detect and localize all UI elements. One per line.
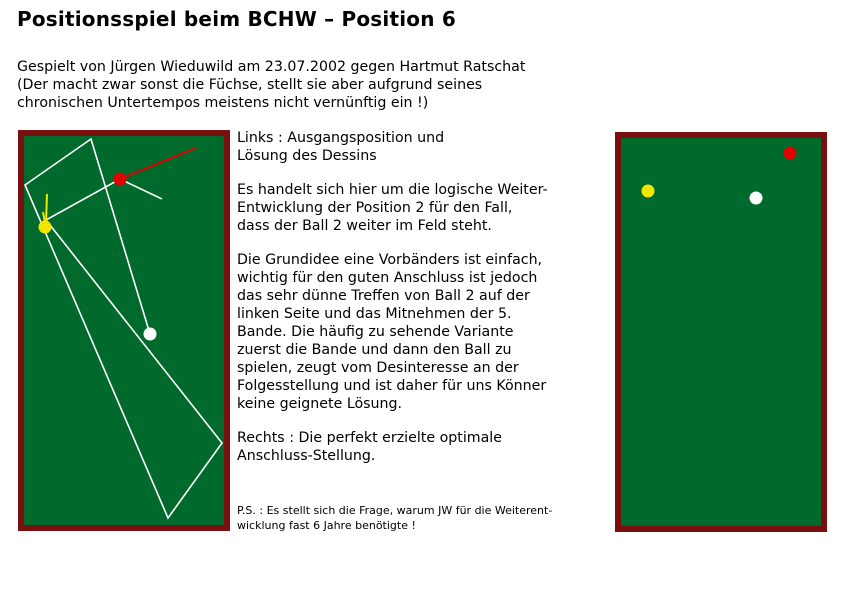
cue-ball-path (24, 137, 224, 520)
description-text: Links : Ausgangsposition und Lösung des … (237, 129, 609, 481)
position-diagram (641, 146, 797, 205)
right-heading: Rechts : Die perfekt erzielte optimale A… (237, 430, 502, 464)
billiard-table-left (18, 130, 230, 531)
billiard-table-right (615, 132, 827, 532)
intro-text: Gespielt von Jürgen Wieduwild am 23.07.2… (17, 58, 627, 112)
red-ball-path (119, 147, 197, 180)
white-ball (749, 191, 763, 205)
yellow-ball-path (45, 193, 48, 224)
intro-line: Gespielt von Jürgen Wieduwild am 23.07.2… (17, 59, 526, 75)
white-ball (143, 327, 157, 341)
postscript: P.S. : Es stellt sich die Frage, warum J… (237, 504, 553, 532)
page-title: Positionsspiel beim BCHW – Position 6 (17, 7, 456, 31)
path-outer (24, 137, 224, 520)
left-heading: Links : Ausgangsposition und Lösung des … (237, 130, 445, 164)
intro-line: (Der macht zwar sonst die Füchse, stellt… (17, 77, 483, 93)
paragraph: Die Grundidee eine Vorbänders ist einfac… (237, 252, 547, 412)
red-ball (113, 172, 127, 186)
yellow-ball (641, 184, 655, 198)
paragraph: Es handelt sich hier um die logische Wei… (237, 182, 548, 234)
red-ball (783, 146, 797, 160)
shot-diagram (24, 137, 224, 520)
yellow-ball (38, 220, 52, 234)
intro-line: chronischen Untertempos meistens nicht v… (17, 95, 429, 111)
